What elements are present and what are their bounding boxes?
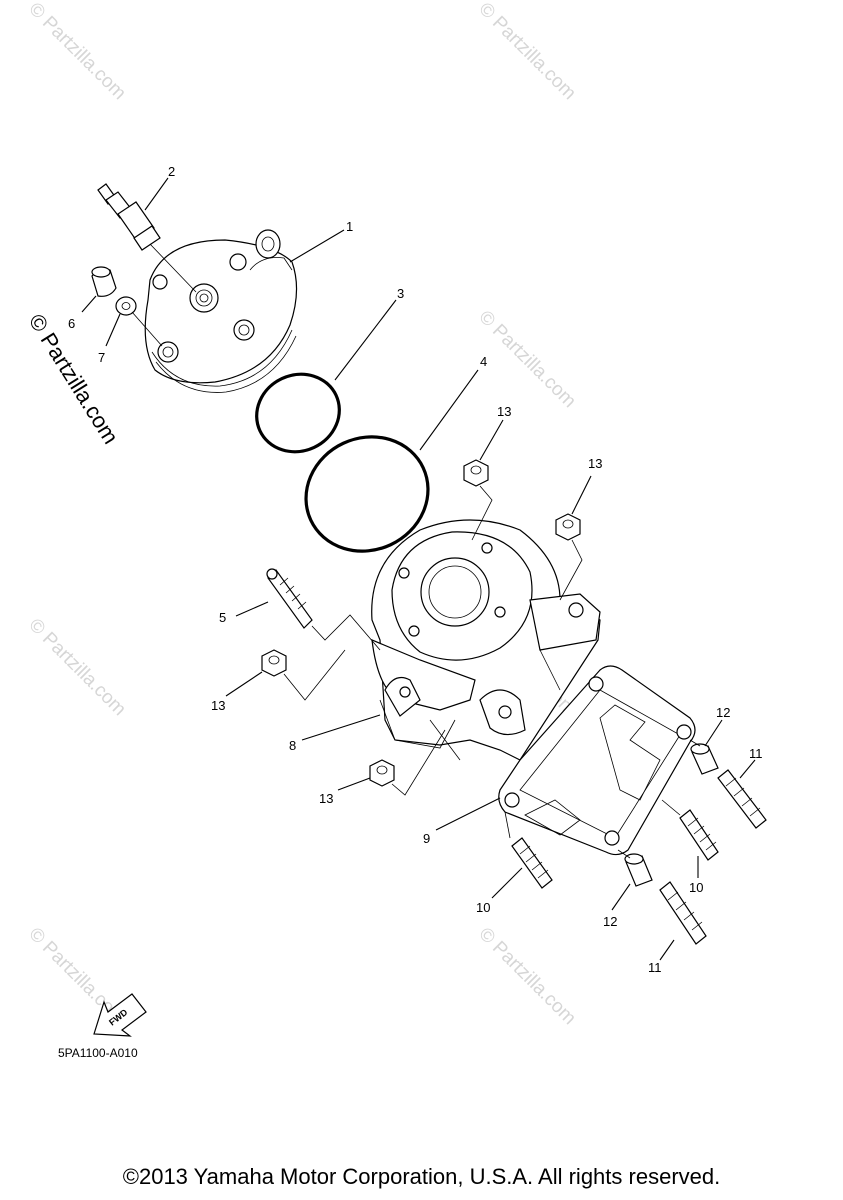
callout-1: 1 — [346, 219, 353, 234]
watermark: © Partzilla.com — [474, 0, 579, 104]
fwd-arrow-icon: FWD — [93, 993, 147, 1037]
callout-5: 5 — [219, 610, 226, 625]
callout-3: 3 — [397, 286, 404, 301]
part-o-ring-large — [304, 435, 430, 553]
callout-9: 9 — [423, 831, 430, 846]
copyright-notice: ©2013 Yamaha Motor Corporation, U.S.A. A… — [122, 1164, 721, 1189]
watermark: © Partzilla.com — [24, 0, 129, 104]
callout-6: 6 — [68, 316, 75, 331]
callout-2: 2 — [168, 164, 175, 179]
callout-7: 7 — [98, 350, 105, 365]
part-nut-13d — [369, 729, 446, 796]
watermarks: © Partzilla.com © Partzilla.com © Partzi… — [24, 0, 579, 1029]
callout-13: 13 — [211, 698, 225, 713]
part-dowel-12a — [689, 739, 719, 775]
callout-4: 4 — [480, 354, 487, 369]
part-nut-13b — [555, 513, 583, 601]
callout-11: 11 — [648, 960, 662, 975]
leader-lines — [81, 177, 756, 961]
part-stud-11b — [659, 881, 707, 945]
callouts: 1 2 3 4 5 6 7 8 9 10 10 11 11 12 12 13 1… — [68, 164, 763, 975]
callout-10: 10 — [689, 880, 703, 895]
part-stud-10b — [661, 799, 719, 861]
part-cylinder-head — [144, 229, 298, 393]
part-nut-13a — [463, 459, 493, 541]
watermark: © Partzilla.com — [24, 615, 129, 720]
diagram-code: 5PA1100-A010 — [58, 1046, 138, 1060]
part-stud-5 — [266, 568, 381, 651]
watermark: © Partzilla.com — [474, 307, 579, 412]
part-cap — [91, 266, 117, 297]
callout-11: 11 — [749, 746, 763, 761]
part-stud-10a — [504, 811, 553, 889]
callout-12: 12 — [603, 914, 617, 929]
callout-8: 8 — [289, 738, 296, 753]
part-o-ring-small — [255, 372, 341, 454]
part-spark-plug — [97, 183, 197, 293]
callout-12: 12 — [716, 705, 730, 720]
part-cylinder — [371, 519, 601, 761]
callout-10: 10 — [476, 900, 490, 915]
part-nut-13c — [261, 649, 346, 701]
part-dowel-12b — [617, 849, 653, 887]
watermark: © Partzilla.com — [474, 924, 579, 1029]
part-gasket — [498, 665, 696, 856]
part-washer — [115, 296, 163, 347]
callout-13: 13 — [319, 791, 333, 806]
part-stud-11a — [717, 769, 767, 829]
callout-13: 13 — [497, 404, 511, 419]
callout-13: 13 — [588, 456, 602, 471]
